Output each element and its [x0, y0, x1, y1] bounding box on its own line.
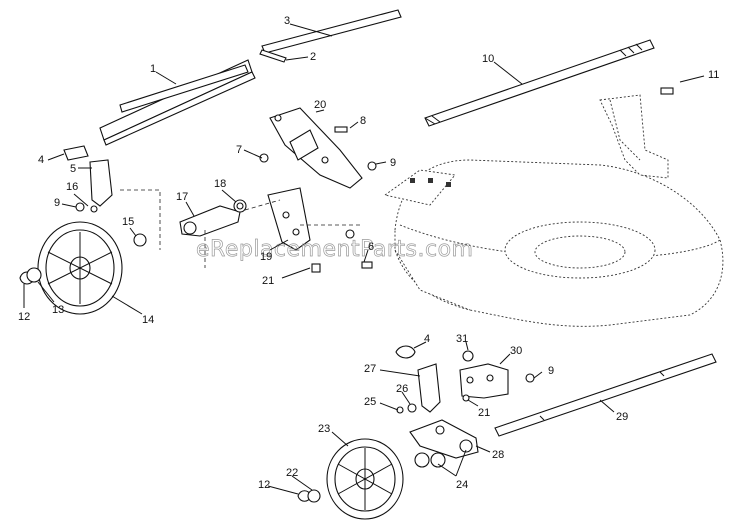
- callout-4: 4: [38, 154, 44, 166]
- callout-16: 16: [66, 181, 78, 193]
- callout-10: 10: [482, 53, 494, 65]
- callout-8: 8: [360, 115, 366, 127]
- small-nuts: [259, 126, 377, 273]
- leader-lines: [23, 23, 705, 495]
- part-height-adjuster: [267, 187, 311, 251]
- part-rod-upper: [259, 9, 402, 63]
- part-screw-11: [660, 87, 674, 95]
- callout-14: 14: [142, 314, 154, 326]
- callout-13: 13: [52, 304, 64, 316]
- callout-1: 1: [150, 63, 156, 75]
- right-bracket-assembly: [395, 345, 535, 413]
- assembly-lines-left: [120, 189, 360, 268]
- callout-2: 2: [310, 51, 316, 63]
- callout-19: 19: [260, 251, 272, 263]
- left-wheel: [37, 221, 123, 315]
- part-bracket-plate: [269, 107, 363, 189]
- callout-24: 24: [456, 479, 468, 491]
- callout-21-left: 21: [262, 275, 274, 287]
- callout-6: 6: [368, 241, 374, 253]
- callout-22: 22: [286, 467, 298, 479]
- part-baffle: [99, 59, 256, 146]
- callout-3: 3: [284, 15, 290, 27]
- callout-17: 17: [176, 191, 188, 203]
- right-washers: [414, 452, 446, 468]
- callout-27: 27: [364, 363, 376, 375]
- part-left-small: [63, 145, 147, 247]
- part-axle-rod: [424, 39, 655, 127]
- callout-12-left: 12: [18, 311, 30, 323]
- callout-7: 7: [236, 144, 242, 156]
- callout-23: 23: [318, 423, 330, 435]
- right-wheel: [326, 438, 404, 520]
- callout-4-right: 4: [424, 333, 430, 345]
- callout-11: 11: [708, 69, 719, 81]
- callout-25: 25: [364, 396, 376, 408]
- callout-29: 29: [616, 411, 628, 423]
- callout-31: 31: [456, 333, 468, 345]
- right-small-washers: [297, 489, 321, 503]
- callout-15: 15: [122, 216, 134, 228]
- callout-9-right-lower: 9: [548, 365, 554, 377]
- callout-20: 20: [314, 99, 326, 111]
- callout-12-right: 12: [258, 479, 270, 491]
- part-pivot: [179, 199, 247, 237]
- callout-18: 18: [214, 178, 226, 190]
- callout-9-left: 9: [54, 197, 60, 209]
- mower-deck: [383, 159, 724, 327]
- callout-30: 30: [510, 345, 522, 357]
- watermark: eReplacementParts.com: [196, 237, 473, 262]
- right-small-parts: [396, 394, 470, 414]
- part-long-axle: [494, 353, 717, 437]
- callout-labels: 1 2 3 4 5 6 7 8 9 9 9 9 10 11 12 12 13 1…: [18, 15, 719, 491]
- left-washers: [19, 267, 42, 285]
- callout-21-right: 21: [478, 407, 490, 419]
- callout-9-right-upper: 9: [390, 157, 396, 169]
- callout-5: 5: [70, 163, 76, 175]
- rear-bracket: [599, 94, 669, 179]
- callout-28: 28: [492, 449, 504, 461]
- part-pivot-arm: [409, 419, 479, 459]
- callout-26: 26: [396, 383, 408, 395]
